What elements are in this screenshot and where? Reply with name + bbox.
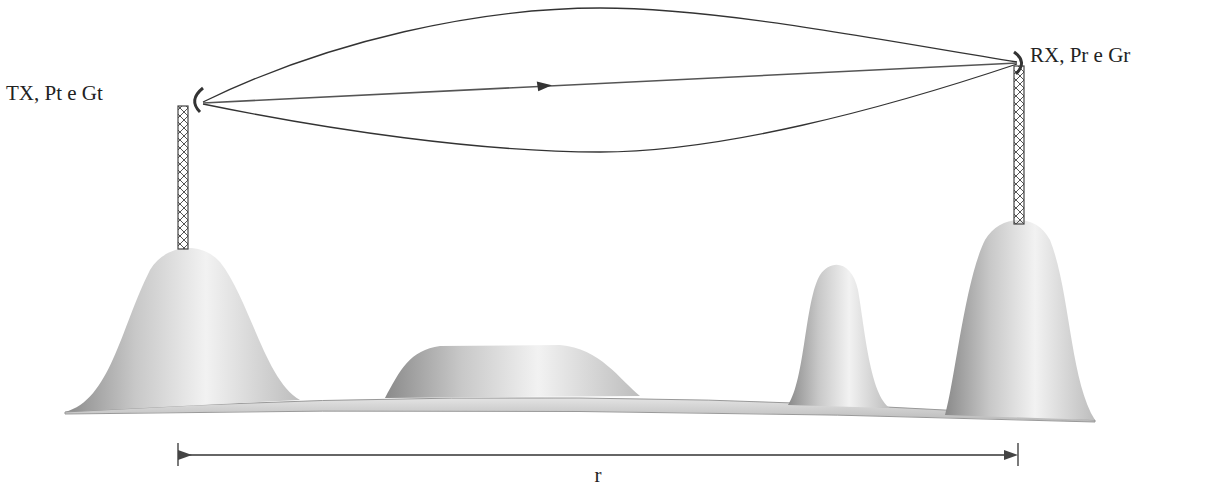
direct-ray [203,63,1017,103]
fresnel-zone [203,8,1017,102]
dimension-tick [177,443,178,466]
ray-arrowhead [537,81,552,92]
transmitter-label: TX, Pt e Gt [6,82,103,105]
left-hill [65,248,300,412]
small-hill [788,265,890,408]
distance-label: r [595,464,602,486]
fresnel-zone [203,64,1017,152]
dimension-line [185,454,1011,455]
tx-antenna [195,88,203,112]
dimension-tick [1017,443,1018,466]
receiver-label: RX, Pr e Gr [1030,44,1130,67]
rx-tower [1014,66,1024,224]
middle-hill [385,345,640,398]
tx-tower [178,106,188,249]
right-hill [945,220,1095,420]
